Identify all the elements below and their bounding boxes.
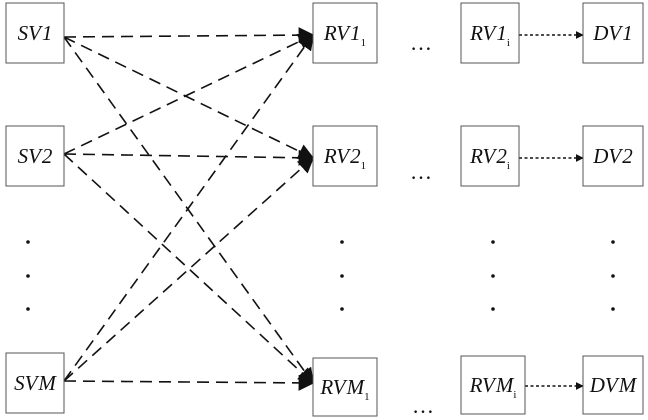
edge-svm-to-rv2_1 <box>64 158 313 381</box>
node-label-rvm_i: RVMi <box>469 373 517 401</box>
node-rv1_i: RV1i <box>461 3 519 63</box>
node-sv2: SV2 <box>6 126 64 186</box>
vertical-dot <box>26 240 30 244</box>
horizontal-ellipsis-row1: … <box>410 30 432 55</box>
node-label-rv2_1: RV21 <box>323 144 366 172</box>
vertical-dot <box>340 307 344 311</box>
horizontal-ellipsis-rowm: … <box>412 393 434 418</box>
vertical-dots-rvi <box>491 240 495 311</box>
node-dv1: DV1 <box>583 3 643 63</box>
node-label-dv2: DV2 <box>592 144 633 168</box>
node-label-dv1: DV1 <box>592 21 633 45</box>
node-rv2_i: RV2i <box>461 126 519 186</box>
node-rv2_1: RV21 <box>313 126 377 186</box>
node-dvm: DVM <box>583 356 643 414</box>
node-label-rv2_i: RV2i <box>469 144 510 172</box>
edges-layer <box>64 35 583 386</box>
node-label-sv2: SV2 <box>18 144 53 168</box>
vertical-dots-rv1 <box>340 240 344 311</box>
edge-sv2-to-rv1_1 <box>64 35 313 154</box>
edge-sv2-to-rv2_1 <box>64 154 313 158</box>
edge-sv2-to-rvm_1 <box>64 154 313 383</box>
vertical-dot <box>611 274 615 278</box>
edge-sv1-to-rv1_1 <box>64 35 313 37</box>
node-label-rv1_1: RV11 <box>323 21 366 49</box>
vertical-dot <box>340 240 344 244</box>
vertical-dot <box>340 274 344 278</box>
vertical-dots-sv <box>26 240 30 311</box>
vertical-dot <box>491 307 495 311</box>
node-label-sv1: SV1 <box>18 21 53 45</box>
node-rv1_1: RV11 <box>313 3 377 63</box>
vertical-dot <box>491 240 495 244</box>
node-svm: SVM <box>6 353 64 413</box>
edge-sv1-to-rvm_1 <box>64 37 313 383</box>
vertical-dot <box>26 307 30 311</box>
vertical-dots-dv <box>611 240 615 311</box>
node-label-dvm: DVM <box>589 373 638 397</box>
node-label-rv1_i: RV1i <box>469 21 510 49</box>
vertical-dot <box>26 274 30 278</box>
edge-svm-to-rvm_1 <box>64 381 313 383</box>
node-label-rvm_1: RVM1 <box>319 375 369 403</box>
vertical-dot <box>491 274 495 278</box>
node-rvm_i: RVMi <box>461 356 525 414</box>
horizontal-ellipsis-row2: … <box>410 159 432 184</box>
nodes-layer: SV1SV2SVM RV11RV21RVM1 RV1iRV2iRVMi DV1DV2D… <box>6 3 643 416</box>
vertical-dot <box>611 240 615 244</box>
node-rvm_1: RVM1 <box>313 358 377 416</box>
edge-svm-to-rv1_1 <box>64 35 313 381</box>
edge-sv1-to-rv2_1 <box>64 37 313 158</box>
node-label-svm: SVM <box>14 371 57 395</box>
vertical-dot <box>611 307 615 311</box>
node-dv2: DV2 <box>583 126 643 186</box>
node-sv1: SV1 <box>6 3 64 63</box>
